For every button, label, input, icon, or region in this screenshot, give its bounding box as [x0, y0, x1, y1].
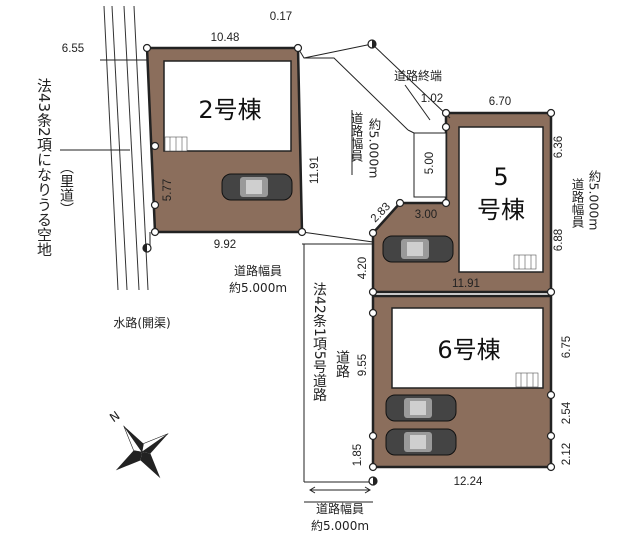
waterway-lines: [103, 5, 149, 291]
dim-6-70: 6.70: [489, 96, 511, 108]
building-5-number: 5: [493, 163, 508, 191]
road-width-value-b: 約5.000m: [229, 280, 287, 295]
dim-1-02: 1.02: [421, 93, 443, 105]
dim-5-00: 5.00: [424, 152, 436, 174]
road-end-label: 道路終端: [394, 68, 442, 83]
dim-9-92: 9.92: [214, 239, 236, 251]
dim-6-55: 6.55: [62, 43, 84, 55]
dim-6-36: 6.36: [553, 136, 565, 158]
law42-label: 法42条1項5号道路: [311, 282, 327, 402]
building-2-label: 2号棟: [198, 96, 261, 124]
north-compass-icon: [115, 425, 169, 479]
deck-5: [513, 254, 537, 270]
building-5-label: 号棟: [477, 196, 525, 224]
dim-2-12: 2.12: [561, 443, 573, 465]
building-2-footprint: [163, 60, 292, 152]
dim-5-77: 5.77: [162, 179, 174, 201]
car-icon: [385, 428, 457, 456]
dim-10-48: 10.48: [211, 32, 240, 44]
dim-12-24: 12.24: [454, 476, 483, 488]
dim-1-85: 1.85: [352, 444, 364, 466]
lot-2: [145, 46, 304, 234]
dim-3-00: 3.00: [415, 209, 437, 221]
dim-2-54: 2.54: [561, 401, 573, 424]
car-icon: [385, 394, 457, 422]
dim-11-91-b: 11.91: [452, 278, 480, 290]
road-width-value-c: 約5.000m: [311, 518, 369, 533]
dim-4-20: 4.20: [357, 257, 369, 279]
road-width-value-right: 約5.000m: [587, 169, 602, 230]
dim-11-91-a: 11.91: [309, 156, 321, 184]
building-5-footprint: [458, 126, 544, 273]
road-width-label-b: 道路幅員: [234, 263, 282, 278]
north-label: N: [107, 408, 122, 425]
deck-6: [515, 372, 539, 388]
car-icon: [382, 235, 454, 263]
road-width-label-a: 道路幅員: [349, 112, 364, 162]
building-6-label: 6号棟: [437, 336, 500, 364]
road-width-label-right: 道路幅員: [570, 178, 585, 228]
road-width-value-a: 約5.000m: [367, 117, 382, 178]
road-width-label-c: 道路幅員: [316, 501, 364, 516]
lot-6: [371, 294, 553, 469]
car-icon: [221, 173, 293, 201]
dim-6-75: 6.75: [561, 336, 573, 358]
dim-0-17: 0.17: [270, 11, 292, 23]
dim-6-88: 6.88: [553, 229, 565, 251]
corner-markers: [142, 43, 556, 472]
satomichi-label: （里道）: [58, 160, 74, 216]
road-lines: [297, 43, 451, 503]
deck-2: [164, 136, 188, 152]
dimension-arrows: [60, 59, 431, 494]
road-label: 道路: [334, 350, 350, 378]
waterway-label: 水路(開渠): [113, 315, 170, 330]
half-markers: [142, 39, 378, 486]
dim-9-55: 9.55: [357, 354, 369, 376]
lot-5: [371, 111, 553, 294]
law43-label: 法43条2項になりうる空地: [35, 78, 53, 257]
